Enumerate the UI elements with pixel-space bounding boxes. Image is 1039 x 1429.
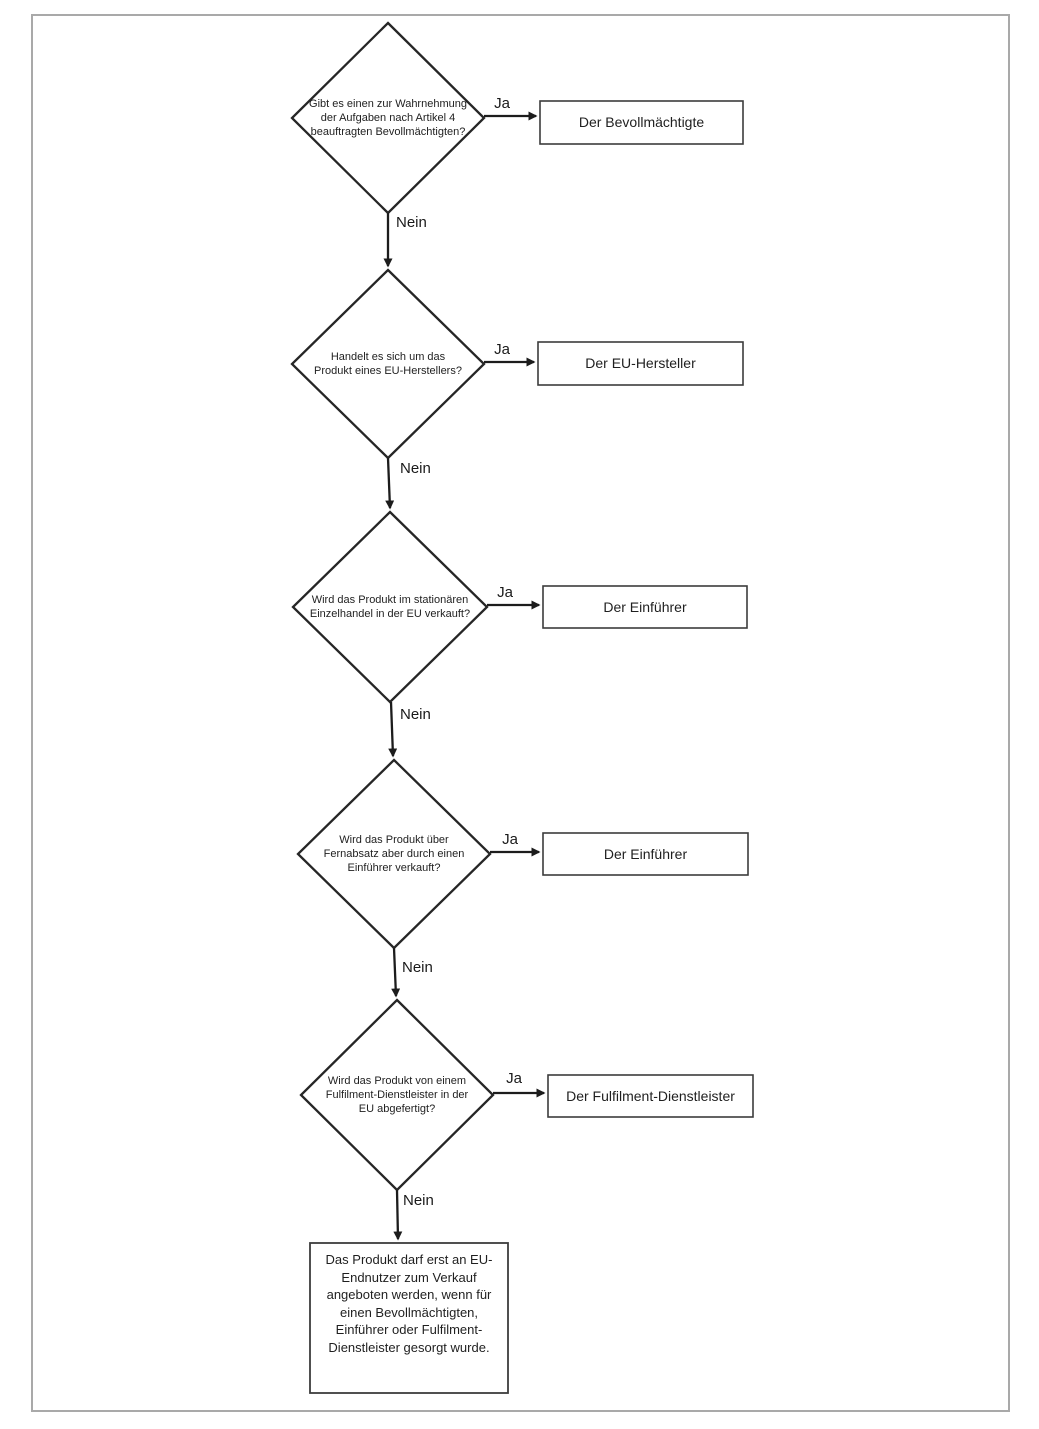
- final-node-text: Das Produkt darf erst an EU-Endnutzer zu…: [325, 1252, 493, 1355]
- no-edge-label-5: Nein: [403, 1192, 434, 1209]
- final-box: [309, 1242, 509, 1394]
- no-edge-label-1: Nein: [396, 214, 427, 231]
- result-label-5: Der Fulfilment-Dienstleister: [566, 1087, 735, 1104]
- no-arrow-2: [385, 457, 395, 510]
- yes-edge-label-3: Ja: [497, 584, 513, 601]
- no-edge-label-3: Nein: [400, 706, 431, 723]
- decision-question-2: Handelt es sich um das Produkt eines EU-…: [314, 351, 462, 377]
- no-edge-label-4: Nein: [402, 959, 433, 976]
- yes-edge-label-5: Ja: [506, 1070, 522, 1087]
- result-box-4: [542, 832, 749, 876]
- no-arrow-5: [393, 1189, 403, 1241]
- decision-question-1: Gibt es einen zur Wahrnehmung der Aufgab…: [309, 98, 467, 138]
- no-arrow-4: [391, 947, 401, 998]
- no-edge-label-2: Nein: [400, 460, 431, 477]
- result-label-2: Der EU-Hersteller: [585, 355, 696, 371]
- decision-question-4: Wird das Produkt über Fernabsatz aber du…: [323, 834, 465, 874]
- yes-edge-label-1: Ja: [494, 95, 510, 112]
- result-box-5: [547, 1074, 754, 1118]
- decision-question-5: Wird das Produkt von einem Fulfilment-Di…: [325, 1075, 469, 1115]
- flowchart-frame: [31, 14, 1010, 1412]
- result-box-1: [539, 100, 744, 145]
- result-label-1: Der Bevollmächtigte: [578, 114, 705, 130]
- result-label-3: Der Einführer: [603, 598, 687, 615]
- no-arrow-3: [388, 701, 398, 758]
- result-box-2: [537, 341, 744, 386]
- decision-diamond-3: [291, 510, 489, 704]
- result-box-3: [542, 585, 748, 629]
- decision-question-3: Wird das Produkt im stationären Einzelha…: [309, 594, 471, 620]
- result-label-4: Der Einführer: [603, 845, 688, 862]
- yes-edge-label-2: Ja: [494, 341, 510, 358]
- yes-edge-label-4: Ja: [502, 831, 518, 848]
